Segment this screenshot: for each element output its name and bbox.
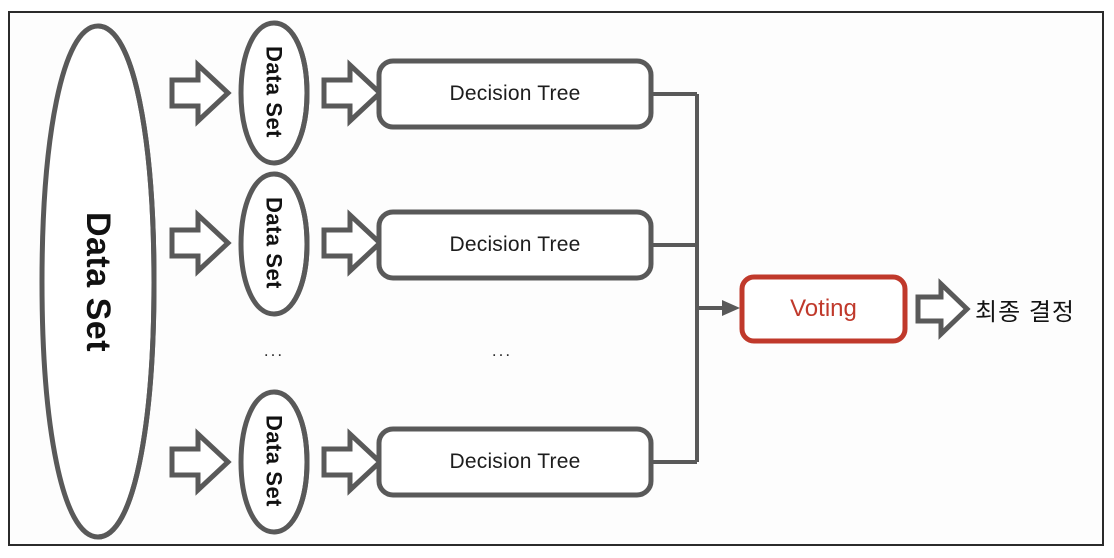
line-arrow-bus-to-voting [697,300,740,316]
block-arrow-voting-to-output [915,278,971,340]
block-arrow-source-to-subset-3 [169,428,232,496]
block-arrow-source-to-subset-2 [169,209,232,277]
block-arrow-subset-to-tree-2 [321,209,384,277]
voting-box [739,274,908,344]
subset-dataset-cylinder-2 [238,171,310,317]
decision-tree-box-1 [376,58,654,130]
decision-tree-box-2 [376,209,654,281]
connector-bus [651,92,699,464]
subset-dataset-cylinder-1 [238,20,310,166]
subset-dataset-cylinder-3 [238,389,310,535]
block-arrow-source-to-subset-1 [169,59,232,127]
decision-tree-box-3 [376,426,654,498]
block-arrow-subset-to-tree-1 [321,59,384,127]
block-arrow-subset-to-tree-3 [321,428,384,496]
source-dataset-cylinder [39,23,157,540]
